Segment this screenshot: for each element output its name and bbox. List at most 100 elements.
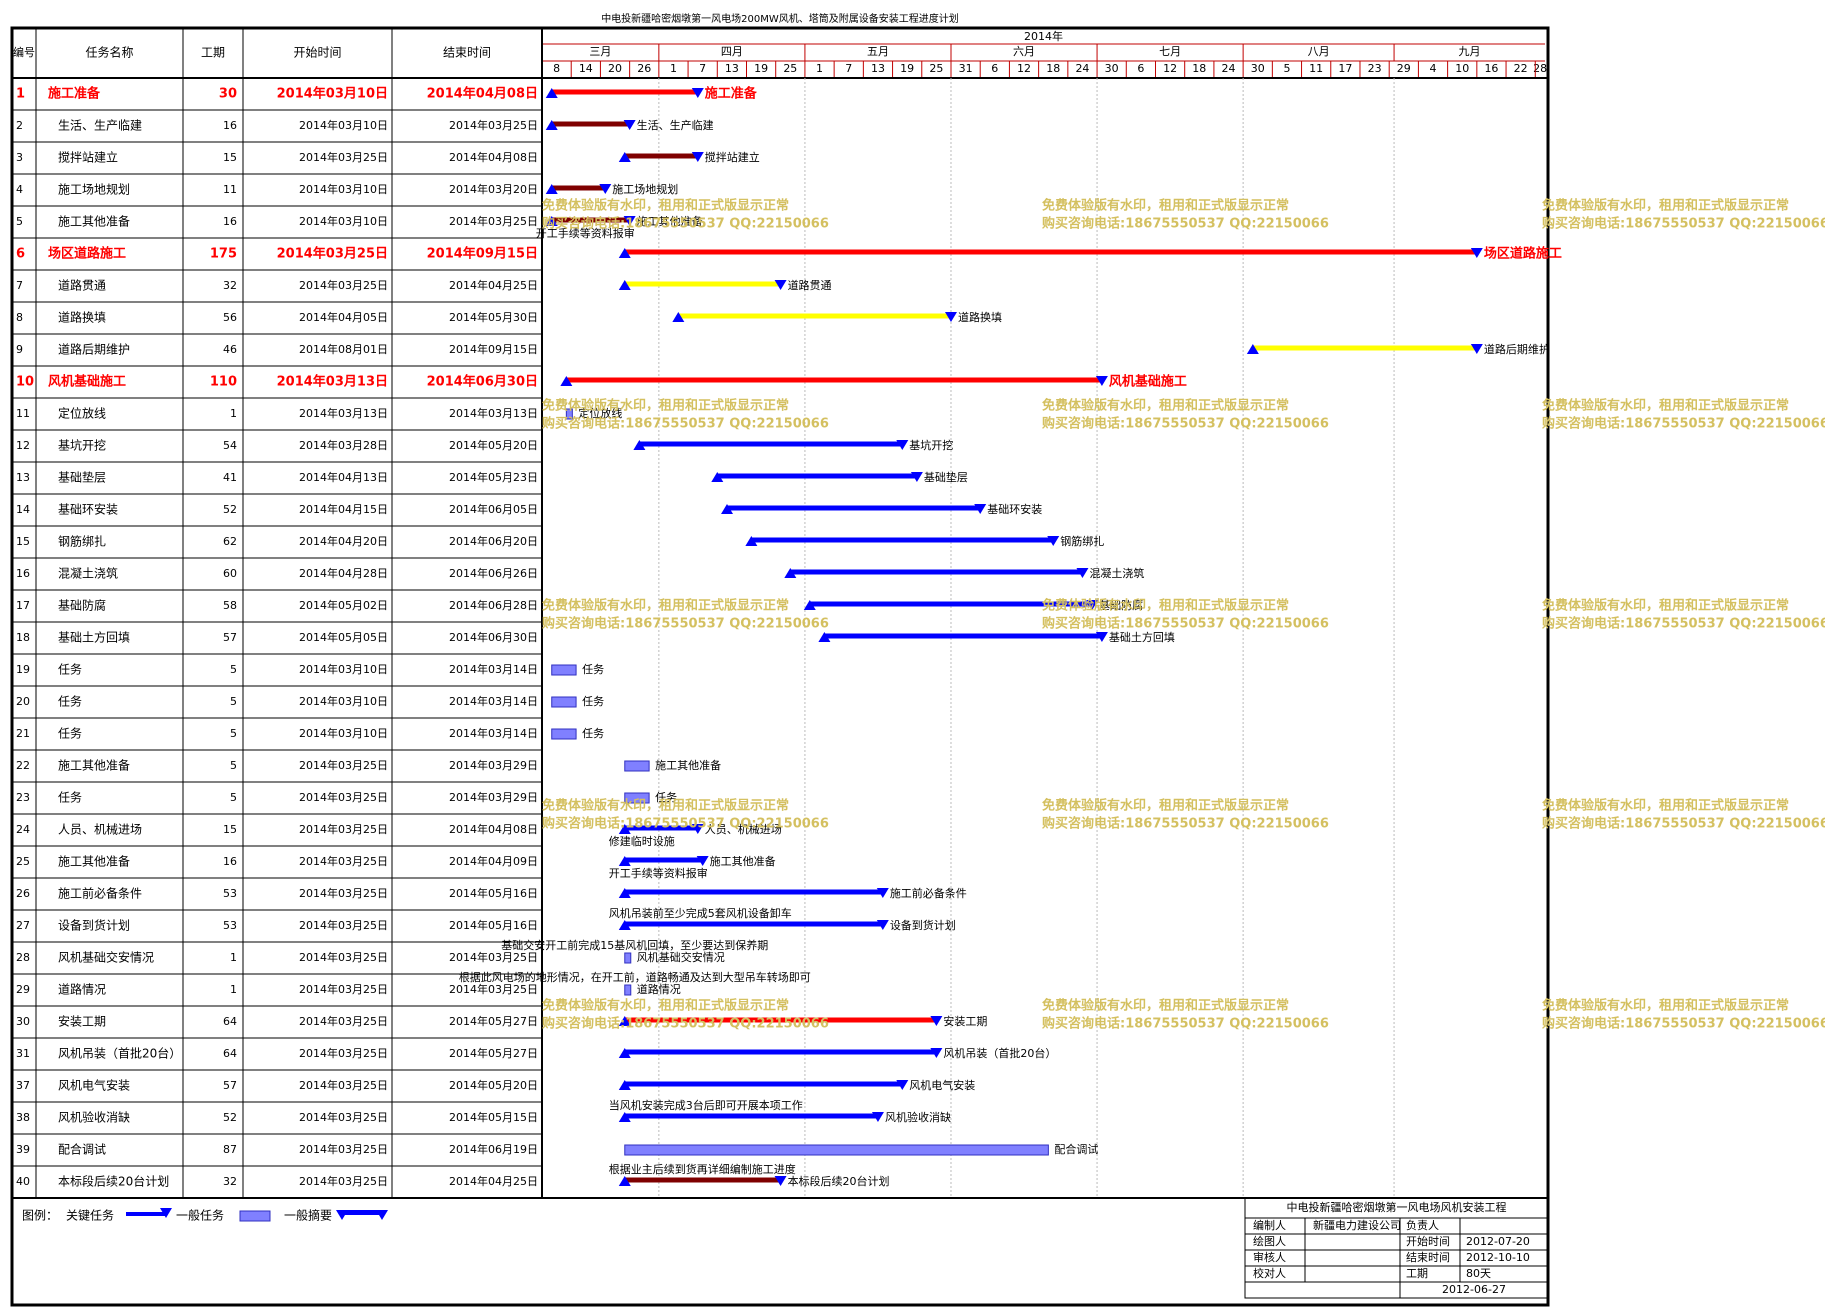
task-id: 28 <box>16 951 30 964</box>
info-box-key: 校对人 <box>1253 1266 1286 1280</box>
task-bar-label: 道路情况 <box>637 982 681 996</box>
outer-frame <box>10 26 1550 1307</box>
task-bar[interactable] <box>790 569 1083 575</box>
task-end: 2014年05月23日 <box>449 470 538 484</box>
task-end: 2014年03月20日 <box>449 182 538 196</box>
task-duration: 1 <box>230 951 237 964</box>
timeline-day-tick: 7 <box>845 62 852 75</box>
watermark-line: 免费体验版有水印，租用和正式版显示正常 <box>542 398 789 414</box>
task-start-marker <box>618 888 631 898</box>
task-name: 设备到货计划 <box>58 918 130 933</box>
task-bar[interactable] <box>751 537 1054 543</box>
task-bar[interactable] <box>551 664 577 676</box>
task-bar[interactable] <box>1252 345 1477 351</box>
task-bar[interactable] <box>624 984 632 996</box>
timeline-day-tick: 14 <box>579 62 593 75</box>
task-id: 19 <box>16 663 30 676</box>
task-end: 2014年06月20日 <box>449 534 538 548</box>
task-bar[interactable] <box>624 921 883 927</box>
task-end: 2014年06月28日 <box>449 598 538 612</box>
task-id: 40 <box>16 1175 30 1188</box>
task-start: 2014年03月25日 <box>299 150 388 164</box>
timeline-day-tick: 12 <box>1017 62 1031 75</box>
task-bar[interactable] <box>678 313 951 319</box>
timeline-day-tick: 20 <box>608 62 622 75</box>
watermark-line: 免费体验版有水印，租用和正式版显示正常 <box>1542 598 1789 614</box>
task-end: 2014年03月14日 <box>449 694 538 708</box>
task-bar-label: 任务 <box>582 695 604 708</box>
task-bar-label: 道路贯通 <box>788 278 832 292</box>
task-duration: 110 <box>210 375 237 390</box>
task-start: 2014年03月10日 <box>299 214 388 228</box>
task-bar[interactable] <box>624 792 650 804</box>
task-bar[interactable] <box>639 441 903 447</box>
task-bar[interactable] <box>624 249 1477 255</box>
watermark-line: 购买咨询电话:18675550537 QQ:22150066 <box>542 1016 829 1032</box>
task-bar[interactable] <box>624 889 883 895</box>
task-bar[interactable] <box>624 825 698 831</box>
timeline-day-tick: 7 <box>699 62 706 75</box>
task-bar[interactable] <box>624 1177 781 1183</box>
task-bar[interactable] <box>624 760 650 772</box>
task-bar[interactable] <box>566 377 1102 383</box>
watermark-line: 购买咨询电话:18675550537 QQ:22150066 <box>542 816 829 832</box>
task-bar[interactable] <box>717 473 917 479</box>
task-duration: 64 <box>223 1047 237 1060</box>
task-bar[interactable] <box>551 728 577 740</box>
task-end-marker <box>691 88 704 98</box>
task-duration: 5 <box>230 695 237 708</box>
timeline-day-tick: 19 <box>754 62 768 75</box>
task-bar[interactable] <box>624 1017 937 1023</box>
column-header-duration: 工期 <box>201 46 225 60</box>
timeline-day-tick: 6 <box>991 62 998 75</box>
task-start-marker <box>803 600 816 610</box>
task-id: 12 <box>16 439 30 452</box>
task-start-marker <box>818 632 831 642</box>
task-name: 钢筋绑扎 <box>58 534 106 549</box>
task-bar[interactable] <box>551 185 606 191</box>
info-box-key: 绘图人 <box>1253 1234 1286 1248</box>
task-bar[interactable] <box>809 601 1093 607</box>
task-start: 2014年03月25日 <box>299 790 388 804</box>
task-end: 2014年05月20日 <box>449 438 538 452</box>
task-bar-label: 生活、生产临建 <box>637 118 714 132</box>
watermark-line: 购买咨询电话:18675550537 QQ:22150066 <box>1042 416 1329 432</box>
task-end: 2014年05月20日 <box>449 1078 538 1092</box>
task-bar[interactable] <box>624 857 703 863</box>
task-bar[interactable] <box>551 696 577 708</box>
task-duration: 57 <box>223 631 237 644</box>
task-bar[interactable] <box>624 952 632 964</box>
task-bar[interactable] <box>565 408 573 420</box>
task-start-marker <box>711 472 724 482</box>
timeline-day-tick: 19 <box>900 62 914 75</box>
task-bar[interactable] <box>727 505 981 511</box>
task-start: 2014年03月13日 <box>277 374 388 390</box>
task-note: 修建临时设施 <box>609 834 675 848</box>
task-id: 17 <box>16 599 30 612</box>
task-duration: 64 <box>223 1015 237 1028</box>
task-bar[interactable] <box>624 281 781 287</box>
task-bar[interactable] <box>624 1049 937 1055</box>
task-id: 3 <box>16 151 23 164</box>
task-name: 施工前必备条件 <box>58 886 142 901</box>
task-bar[interactable] <box>624 1081 903 1087</box>
task-end-marker <box>896 1080 909 1090</box>
task-bar[interactable] <box>624 1144 1049 1156</box>
task-bar[interactable] <box>551 89 698 95</box>
info-box-key: 审核人 <box>1253 1250 1286 1264</box>
task-bar[interactable] <box>824 633 1102 639</box>
task-duration: 175 <box>210 247 237 262</box>
task-bar[interactable] <box>551 121 630 127</box>
task-bar[interactable] <box>551 217 630 223</box>
task-bar[interactable] <box>624 153 698 159</box>
task-bar[interactable] <box>624 1113 878 1119</box>
task-start: 2014年03月10日 <box>299 118 388 132</box>
task-id: 18 <box>16 631 30 644</box>
timeline-day-tick: 22 <box>1514 62 1528 75</box>
task-id: 5 <box>16 215 23 228</box>
task-end-marker <box>691 824 704 834</box>
task-duration: 52 <box>223 1111 237 1124</box>
task-start: 2014年03月25日 <box>299 758 388 772</box>
info-box-key: 结束时间 <box>1406 1251 1450 1264</box>
task-bar-label: 配合调试 <box>1054 1142 1098 1156</box>
